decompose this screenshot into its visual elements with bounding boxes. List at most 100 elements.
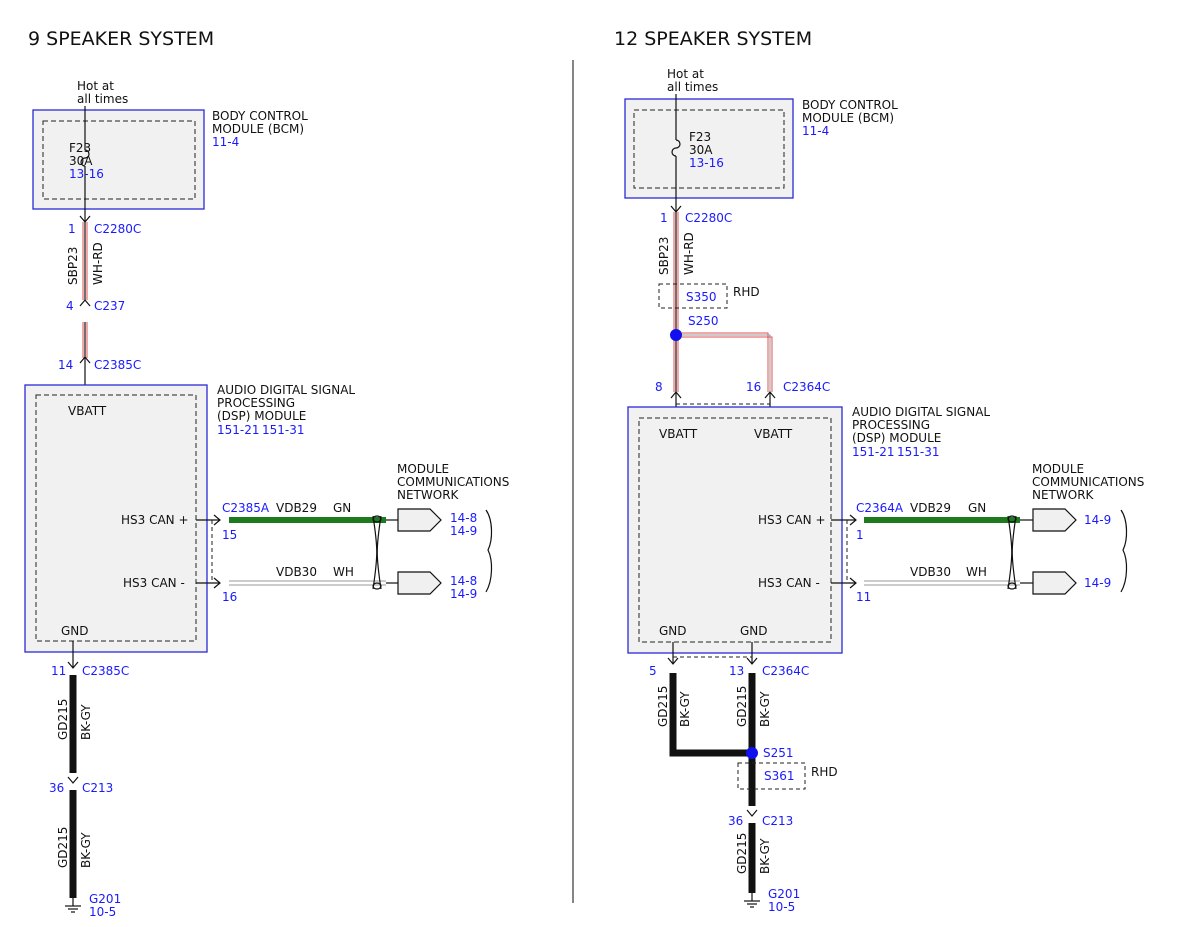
- right-fuse-icon: [671, 139, 681, 157]
- right-gnd2-label: GND: [740, 624, 768, 638]
- left-c2280c-name: C2280C: [94, 222, 141, 236]
- right-g201-name: G201: [768, 887, 800, 901]
- right-bcm-ref: 11-4: [802, 124, 829, 138]
- right-rhd1-label: RHD: [733, 285, 760, 299]
- right-gnd1-label: GND: [659, 624, 687, 638]
- left-brace-icon: [485, 509, 493, 593]
- right-dsp-name3: (DSP) MODULE: [852, 431, 941, 445]
- right-mcn-name2: COMMUNICATIONS: [1032, 475, 1144, 489]
- right-dsp-box: [627, 406, 843, 654]
- right-vdb30-label: VDB30: [910, 565, 951, 579]
- right-c213-connector-icon: [746, 809, 758, 817]
- right-whrd-label: WH-RD: [682, 232, 696, 275]
- right-s361-label: S361: [764, 769, 795, 783]
- left-bkgy-2-label: BK-GY: [79, 832, 93, 868]
- right-gd215-2-label: GD215: [735, 833, 749, 874]
- left-whrd-wire: [82, 222, 88, 300]
- right-mcn-name3: NETWORK: [1032, 488, 1095, 502]
- right-mcn-connector-2: [1032, 571, 1077, 595]
- right-rhd2-label: RHD: [811, 765, 838, 779]
- right-fuse-ref: 13-16: [689, 156, 724, 170]
- right-mcn-name1: MODULE: [1032, 462, 1084, 476]
- left-c237-name: C237: [94, 299, 125, 313]
- right-bkgy-b-label: BK-GY: [758, 691, 772, 727]
- right-whrd-wire: [673, 212, 679, 392]
- left-bcm-inner: [42, 120, 196, 200]
- right-c2364c-pin5-icon: [667, 657, 679, 665]
- left-vdb30-wire: [229, 580, 386, 586]
- left-bcm-box: [32, 109, 205, 210]
- right-s350-box: [658, 283, 728, 309]
- left-hot-line1: Hot at: [77, 79, 114, 93]
- left-g201-ref: 10-5: [89, 905, 116, 919]
- right-hot-line2: all times: [667, 80, 718, 94]
- left-panel: 9 SPEAKER SYSTEM Hot at all times BODY C…: [24, 28, 509, 919]
- right-pin16: 16: [746, 380, 761, 394]
- right-vdb29-label: VDB29: [910, 501, 951, 515]
- right-dsp-inner: [638, 417, 832, 643]
- left-c237-connector-icon: [79, 299, 91, 307]
- left-vdb30-label: VDB30: [276, 565, 317, 579]
- left-can-plus-label: HS3 CAN +: [121, 513, 189, 527]
- right-g201-ref: 10-5: [768, 900, 795, 914]
- right-wh-label: WH: [966, 565, 987, 579]
- right-s350-label: S350: [686, 290, 717, 304]
- left-vdb29-label: VDB29: [276, 501, 317, 515]
- left-gn-label: GN: [333, 501, 351, 515]
- right-s250-label: S250: [688, 314, 719, 328]
- right-c2280c-pin: 1: [660, 211, 668, 225]
- left-mcn2-ref2: 14-9: [450, 587, 477, 601]
- left-g201-name: G201: [89, 892, 121, 906]
- right-vbatt2-label: VBATT: [754, 427, 793, 441]
- left-bcm-name2: MODULE (BCM): [212, 122, 304, 136]
- right-pin11: 11: [856, 590, 871, 604]
- left-can-minus-label: HS3 CAN -: [123, 576, 185, 590]
- right-dsp-name1: AUDIO DIGITAL SIGNAL: [852, 405, 990, 419]
- left-c213-name: C213: [82, 781, 113, 795]
- left-gd215-1-label: GD215: [56, 699, 70, 740]
- right-mcn-connector-1: [1032, 508, 1077, 532]
- left-whrd-wire-2: [82, 322, 88, 358]
- right-s251-splice-dot: [746, 747, 758, 759]
- left-fuse-name: F23: [69, 141, 91, 155]
- right-c2364c-bot-name: C2364C: [762, 664, 809, 678]
- right-pin1: 1: [856, 528, 864, 542]
- right-bcm-inner: [633, 109, 785, 189]
- right-twisted-pair-icon: [1007, 515, 1017, 590]
- left-c2385a-name: C2385A: [222, 501, 270, 515]
- right-c2364a-name: C2364A: [856, 501, 904, 515]
- left-whrd-label: WH-RD: [91, 242, 105, 285]
- left-twisted-pair-icon: [372, 515, 382, 590]
- left-sbp23-label: SBP23: [66, 247, 80, 285]
- left-bkgy-1-label: BK-GY: [79, 704, 93, 740]
- left-c237-pin: 4: [66, 299, 74, 313]
- right-c213-pin: 36: [728, 814, 743, 828]
- left-wh-label: WH: [333, 565, 354, 579]
- left-fuse-icon: [80, 149, 90, 167]
- left-c2280c-pin: 1: [68, 222, 76, 236]
- right-brace-icon: [1120, 509, 1128, 593]
- right-c2280c-name: C2280C: [685, 211, 732, 225]
- right-can-plus-label: HS3 CAN +: [758, 513, 826, 527]
- right-bcm-box: [624, 98, 794, 199]
- left-mcn-connector-1: [397, 508, 442, 532]
- right-s251-label: S251: [763, 746, 794, 760]
- left-bcm-name1: BODY CONTROL: [212, 109, 308, 123]
- right-c2364c-pin13-icon: [746, 657, 758, 665]
- left-title: 9 SPEAKER SYSTEM: [28, 28, 214, 50]
- left-dsp-ref2: 151-31: [262, 423, 305, 437]
- right-mcn1-ref: 14-9: [1084, 513, 1111, 527]
- left-c2385c-bot-pin: 11: [51, 664, 66, 678]
- left-fuse-ref: 13-16: [69, 167, 104, 181]
- right-gn-label: GN: [968, 501, 986, 515]
- right-pin8: 8: [655, 380, 663, 394]
- left-dsp-name2: PROCESSING: [217, 396, 295, 410]
- right-s250-splice-dot: [670, 329, 682, 341]
- left-c2385c-top-name: C2385C: [94, 358, 141, 372]
- right-fuse-name: F23: [689, 130, 711, 144]
- right-can-minus-label: HS3 CAN -: [758, 576, 820, 590]
- left-hot-line2: all times: [77, 92, 128, 106]
- right-bcm-name1: BODY CONTROL: [802, 98, 898, 112]
- left-c2385c-top-pin: 14: [58, 358, 73, 372]
